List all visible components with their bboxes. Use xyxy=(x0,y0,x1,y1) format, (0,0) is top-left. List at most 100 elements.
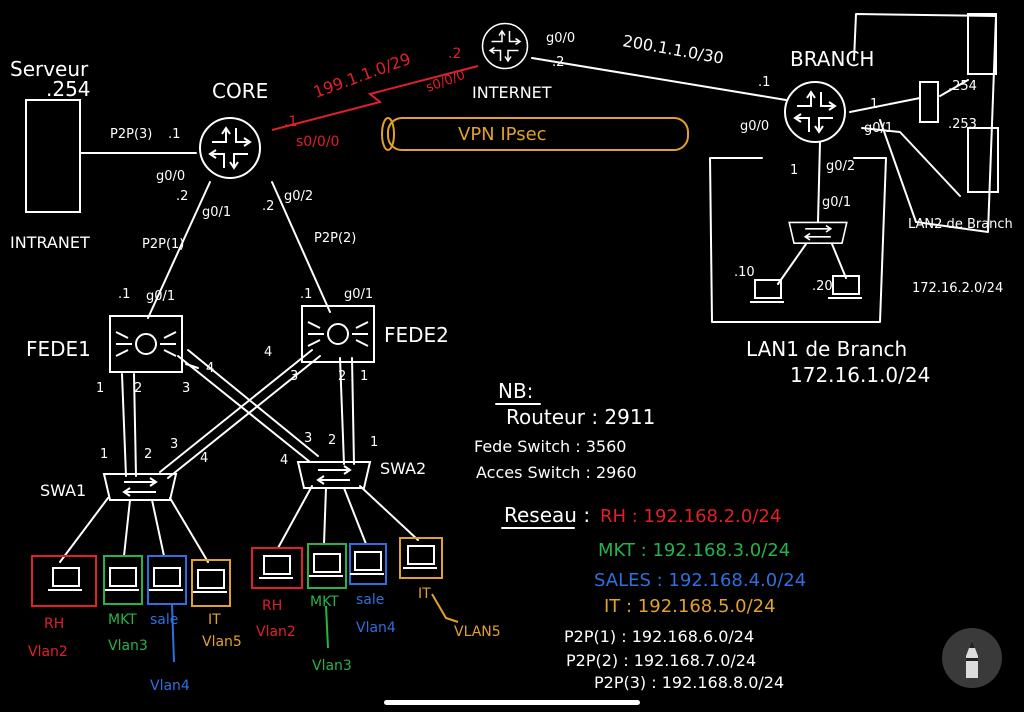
fede1-port: g0/1 xyxy=(146,289,175,304)
notes-access: Acces Switch : 2960 xyxy=(476,463,637,482)
svg-text:3: 3 xyxy=(182,381,190,396)
branch-server1-addr: .254 xyxy=(948,79,977,94)
pc-sale-right xyxy=(349,543,387,585)
pc-mkt-right xyxy=(307,543,347,589)
svg-text:4: 4 xyxy=(280,453,288,468)
pc-group-right xyxy=(251,537,443,589)
swa1-pc-links xyxy=(59,497,209,563)
pc-left-dept: sale xyxy=(150,612,178,628)
lan1-net: 172.16.1.0/24 xyxy=(790,363,930,387)
notes-reseau: Reseau : xyxy=(504,503,590,527)
swa2-switch-icon xyxy=(297,461,371,489)
svg-text:3: 3 xyxy=(304,431,312,446)
fede1-link: P2P(1) xyxy=(142,237,184,252)
branch-g00-port: g0/0 xyxy=(740,119,769,134)
pc-right-vlan: Vlan2 xyxy=(256,624,296,640)
core-g02-port: g0/2 xyxy=(284,189,313,204)
branch-g01-port: g0/1 xyxy=(864,121,893,136)
core-wan-port: s0/0/0 xyxy=(296,134,339,150)
pc-right-dept: MKT xyxy=(310,594,339,610)
svg-text:1: 1 xyxy=(100,447,108,462)
branch-switch-link xyxy=(817,141,821,223)
pc-left-vlan: Vlan2 xyxy=(28,644,68,660)
branch-router-icon xyxy=(784,81,846,143)
fede1-fede2-link xyxy=(185,363,199,369)
fede2-ports: 4 3 2 1 xyxy=(264,345,368,384)
notes-fede: Fede Switch : 3560 xyxy=(474,437,626,456)
pc-left-dept: RH xyxy=(44,616,64,632)
pc-it-right xyxy=(399,537,443,579)
pc-right-dept: sale xyxy=(356,592,384,608)
notes-router: Routeur : 2911 xyxy=(506,405,655,429)
branch-sw-port: g0/1 xyxy=(822,195,851,210)
swa1-switch-icon xyxy=(103,473,177,501)
pc-group-left xyxy=(31,555,231,607)
branch-server-links xyxy=(849,79,969,197)
branch-lan2-outline xyxy=(853,13,997,233)
p2p1-net: P2P(1) : 192.168.6.0/24 xyxy=(564,627,754,646)
fede1-swa1-link-a xyxy=(121,373,137,477)
branch-g00-addr: .1 xyxy=(758,75,770,90)
pencil-tool-button[interactable] xyxy=(942,628,1002,688)
branch-server2-addr: .253 xyxy=(948,117,977,132)
core-label: CORE xyxy=(212,79,268,103)
fede1-switch-icon xyxy=(109,315,183,373)
internet-label: INTERNET xyxy=(472,83,552,102)
branch-lan1-outline xyxy=(709,157,887,323)
internet-router-icon xyxy=(481,22,529,70)
internet-g00-addr: .2 xyxy=(552,55,564,70)
swa1-label: SWA1 xyxy=(40,481,86,500)
pc-rh-left xyxy=(31,555,97,607)
core-internet-serial-link xyxy=(271,65,479,131)
fede2-label: FEDE2 xyxy=(384,323,449,347)
core-g02-addr: .2 xyxy=(262,199,274,214)
branch-pc1-addr: .10 xyxy=(734,265,755,280)
branch-server-icons xyxy=(919,13,999,193)
fede2-swa1-cross xyxy=(159,349,321,479)
pc-rh-right xyxy=(251,547,303,589)
branch-switch-icon xyxy=(788,221,848,244)
branch-pc2-addr: .20 xyxy=(812,279,833,294)
core-fede2-link xyxy=(271,181,331,313)
swa2-ports: 4 3 2 1 xyxy=(280,431,378,468)
fede1-addr: .1 xyxy=(118,287,130,302)
server-device xyxy=(25,99,81,213)
branch-pc2-icon xyxy=(827,275,863,299)
home-indicator[interactable] xyxy=(384,700,640,705)
core-g00-port: g0/0 xyxy=(156,169,185,184)
pc-right-dept: RH xyxy=(262,598,282,614)
core-g01-port: g0/1 xyxy=(202,205,231,220)
p2p3-label: P2P(3) xyxy=(110,127,152,142)
p2p3-net: P2P(3) : 192.168.8.0/24 xyxy=(594,673,784,692)
svg-text:1: 1 xyxy=(370,435,378,450)
core-fede1-link xyxy=(147,181,211,319)
fede2-addr: .1 xyxy=(300,287,312,302)
pc-sale-left xyxy=(147,555,187,605)
internet-branch-link xyxy=(531,57,787,101)
svg-text:2: 2 xyxy=(328,433,336,448)
pc-left-vlan: Vlan5 xyxy=(202,634,242,650)
pc-right-vlan: Vlan4 xyxy=(356,620,396,636)
server-addr: .254 xyxy=(46,77,91,101)
fede2-link: P2P(2) xyxy=(314,231,356,246)
internet-red-net: 199.1.1.0/29 xyxy=(311,49,413,102)
notes-title: NB: xyxy=(498,379,533,403)
swa2-label: SWA2 xyxy=(380,459,426,478)
svg-text:2: 2 xyxy=(144,447,152,462)
core-router-icon xyxy=(199,117,261,179)
svg-text:3: 3 xyxy=(290,369,298,384)
p2p2-net: P2P(2) : 192.168.7.0/24 xyxy=(566,651,756,670)
svg-text:1: 1 xyxy=(96,381,104,396)
fede1-ports: 1 2 3 4 xyxy=(96,361,214,396)
pc-left-dept: IT xyxy=(208,612,221,628)
branch-g01-addr: 1 xyxy=(870,97,878,112)
lan2-label: LAN2 de Branch xyxy=(908,217,1013,232)
svg-text:3: 3 xyxy=(170,437,178,452)
network-mkt: MKT : 192.168.3.0/24 xyxy=(598,540,790,561)
internet-red-host: .2 xyxy=(448,46,461,62)
network-it: IT : 192.168.5.0/24 xyxy=(604,596,776,617)
pencil-icon xyxy=(966,640,978,678)
pc-right-dept: IT xyxy=(418,586,431,602)
p2p3-addr: .1 xyxy=(168,127,180,142)
vpn-label: VPN IPsec xyxy=(458,124,547,145)
